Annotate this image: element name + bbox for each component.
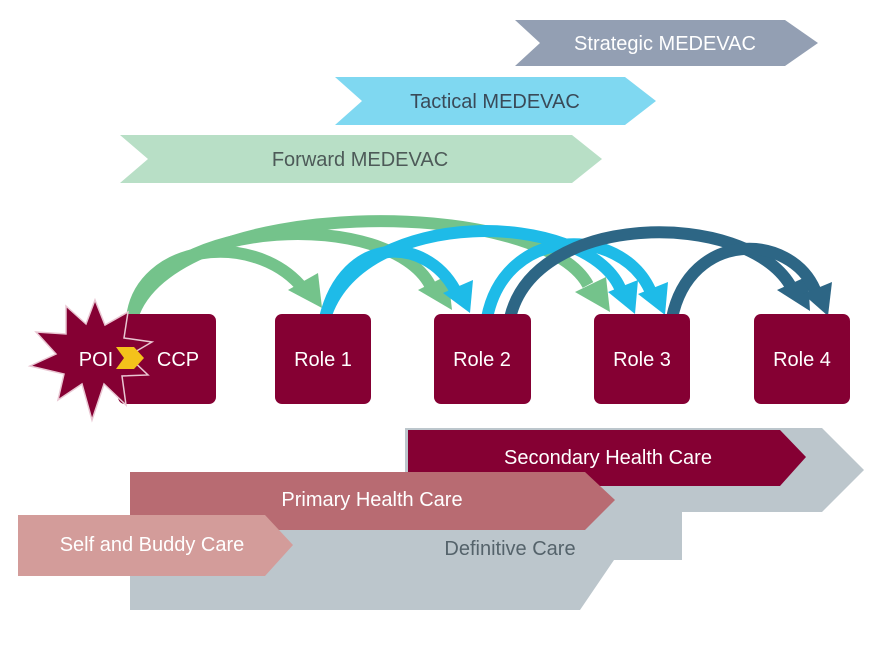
role1-node: Role 1 [275,314,371,404]
role3-node: Role 3 [594,314,690,404]
arc-role3-to-role4-head [803,282,832,316]
role2-box [434,314,531,404]
arc-role3-to-role4 [666,242,821,320]
strategic-medevac-label: Strategic MEDEVAC [574,33,756,55]
primary-health-care-label: Primary Health Care [281,489,462,511]
role4-node: Role 4 [754,314,850,404]
strategic-medevac-arrow [515,20,818,66]
definitive-care-label: Definitive Care [444,538,575,560]
self-buddy-care-band: Self and Buddy Care [18,515,293,576]
tactical-medevac-arrow [335,77,656,125]
poi-label: POI [79,349,113,371]
poi-burst-icon [27,297,155,423]
poi-node: POI [27,297,155,423]
ccp-node: CCP [118,314,216,404]
arc-role2-to-role4-head [777,276,810,311]
arc-role1-to-role3-head [608,280,638,314]
ccp-label: CCP [157,349,199,371]
secondary-health-care-label: Secondary Health Care [504,447,712,469]
arc-role1-to-role3 [319,225,626,320]
role3-label: Role 3 [613,349,671,371]
forward-medevac-arrow [120,135,602,183]
arc-role2-to-role4 [504,226,796,320]
role1-box [275,314,371,404]
forward-medevac-label: Forward MEDEVAC [272,149,448,171]
tactical-medevac-band: Tactical MEDEVAC [335,77,656,125]
self-buddy-care-arrow [18,515,293,576]
role4-box [754,314,850,404]
arc-ccp-to-role1-head [288,273,322,308]
role3-box [594,314,690,404]
forward-medevac-band: Forward MEDEVAC [120,135,602,183]
arc-ccp-to-role2-head [418,275,452,310]
arc-role2-to-role3-head [638,282,668,315]
ccp-box [118,314,216,404]
arc-ccp-to-role3-head [575,277,610,312]
role1-label: Role 1 [294,349,352,371]
self-buddy-care-label: Self and Buddy Care [60,534,245,556]
arc-role2-to-role3 [481,238,656,320]
role2-label: Role 2 [453,349,511,371]
poi-to-ccp-chevron-icon [116,347,144,369]
role2-node: Role 2 [434,314,531,404]
transfer-arcs [126,215,832,321]
strategic-medevac-band: Strategic MEDEVAC [515,20,818,66]
arc-role1-to-role2-head [443,280,473,313]
tactical-medevac-label: Tactical MEDEVAC [410,91,580,113]
role4-label: Role 4 [773,349,831,371]
